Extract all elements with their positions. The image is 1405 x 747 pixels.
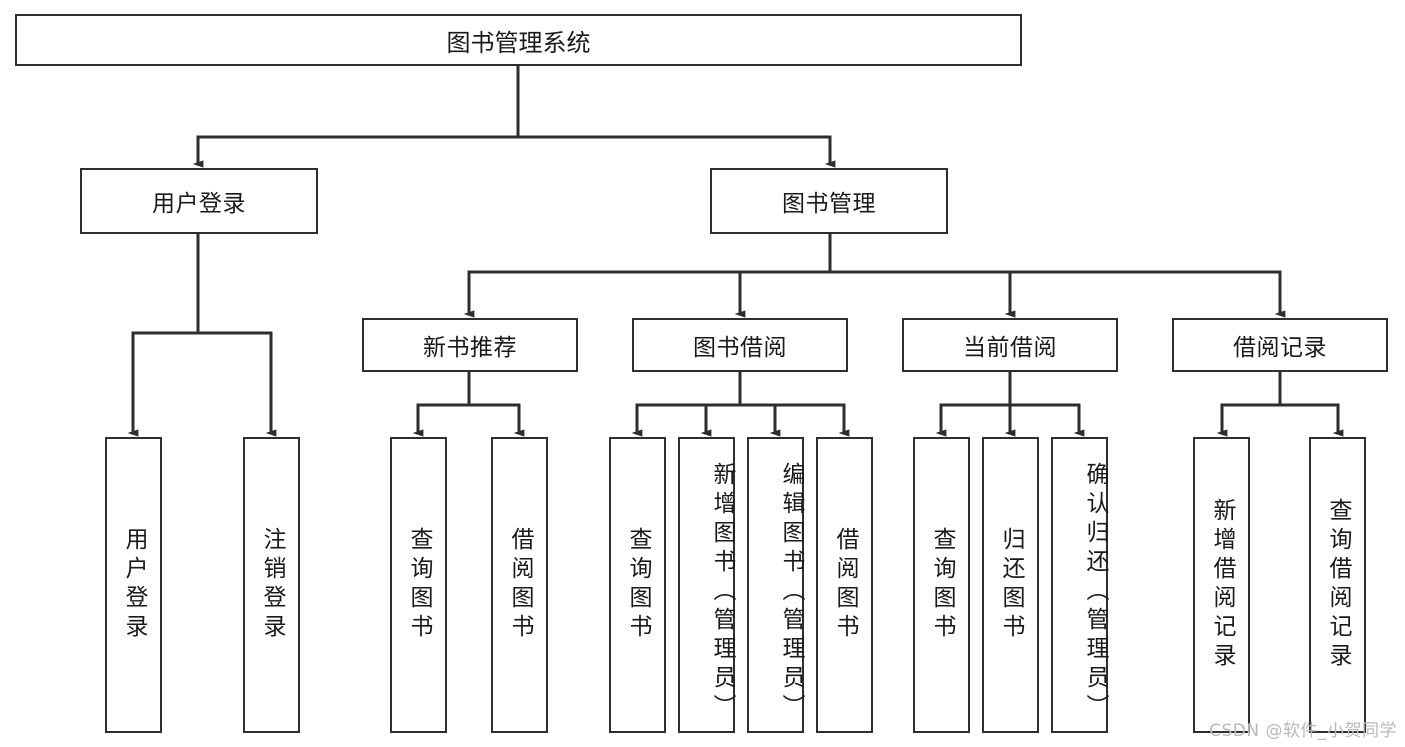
- leaf-borrow-edit[interactable]: 编辑图书（管理员）: [747, 437, 804, 733]
- node-book-borrow[interactable]: 图书借阅: [632, 318, 848, 372]
- leaf-current-confirm[interactable]: 确认归还（管理员）: [1051, 437, 1108, 733]
- leaf-current-return[interactable]: 归还图书: [982, 437, 1039, 733]
- node-new-book-recommend[interactable]: 新书推荐: [362, 318, 578, 372]
- watermark: CSDN @软件_小贺同学: [1209, 721, 1397, 741]
- leaf-borrow-edit-label: 编辑图书（管理员）: [778, 461, 804, 723]
- leaf-borrow-query[interactable]: 查询图书: [609, 437, 666, 733]
- node-book-borrow-label: 图书借阅: [693, 335, 787, 361]
- leaf-current-return-label: 归还图书: [998, 527, 1024, 643]
- leaf-logout-label: 注销登录: [259, 527, 285, 643]
- node-book-manage[interactable]: 图书管理: [710, 168, 948, 234]
- leaf-recommend-query-label: 查询图书: [406, 527, 432, 643]
- leaf-current-confirm-label: 确认归还（管理员）: [1082, 461, 1108, 723]
- leaf-record-add[interactable]: 新增借阅记录: [1193, 437, 1250, 733]
- node-current-borrow[interactable]: 当前借阅: [902, 318, 1118, 372]
- leaf-recommend-borrow-label: 借阅图书: [507, 527, 533, 643]
- node-book-manage-label: 图书管理: [782, 191, 876, 217]
- leaf-record-query[interactable]: 查询借阅记录: [1309, 437, 1366, 733]
- leaf-record-query-label: 查询借阅记录: [1325, 498, 1351, 672]
- node-user-login-label: 用户登录: [152, 191, 246, 217]
- node-user-login[interactable]: 用户登录: [80, 168, 318, 234]
- leaf-recommend-borrow[interactable]: 借阅图书: [491, 437, 548, 733]
- node-root[interactable]: 图书管理系统: [15, 14, 1022, 66]
- node-current-borrow-label: 当前借阅: [963, 335, 1057, 361]
- leaf-borrow-add-label: 新增图书（管理员）: [709, 461, 735, 723]
- leaf-user-login-label: 用户登录: [121, 527, 147, 643]
- leaf-borrow-lend[interactable]: 借阅图书: [816, 437, 873, 733]
- leaf-borrow-query-label: 查询图书: [625, 527, 651, 643]
- leaf-borrow-add[interactable]: 新增图书（管理员）: [678, 437, 735, 733]
- leaf-logout[interactable]: 注销登录: [243, 437, 300, 733]
- node-root-label: 图书管理系统: [446, 28, 591, 57]
- node-borrow-record[interactable]: 借阅记录: [1172, 318, 1388, 372]
- node-borrow-record-label: 借阅记录: [1233, 335, 1327, 361]
- leaf-current-query[interactable]: 查询图书: [913, 437, 970, 733]
- leaf-recommend-query[interactable]: 查询图书: [390, 437, 447, 733]
- leaf-record-add-label: 新增借阅记录: [1209, 498, 1235, 672]
- node-new-book-recommend-label: 新书推荐: [423, 335, 517, 361]
- leaf-borrow-lend-label: 借阅图书: [832, 527, 858, 643]
- leaf-current-query-label: 查询图书: [929, 527, 955, 643]
- leaf-user-login[interactable]: 用户登录: [105, 437, 162, 733]
